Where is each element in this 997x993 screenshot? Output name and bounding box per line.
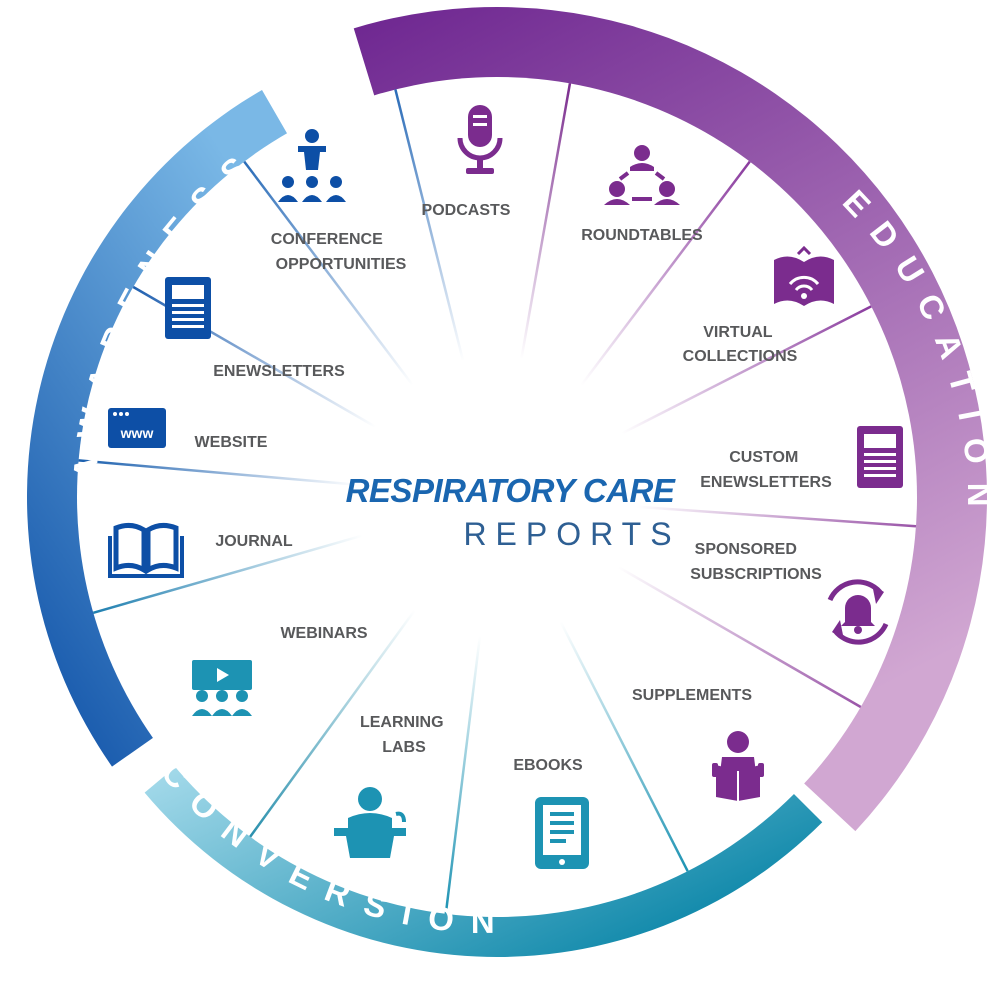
spoke-divider: [249, 609, 416, 838]
logo-title: RESPIRATORY CARE: [346, 472, 676, 509]
svg-text:www: www: [120, 425, 154, 441]
segment-label-podcasts: PODCASTS: [422, 202, 511, 219]
segment-label-website: WEBSITE: [195, 434, 268, 451]
segment-labels: PODCASTS ROUNDTABLES VIRTUAL COLLECTIONS…: [195, 202, 833, 774]
segment-label-supplements: SUPPLEMENTS: [632, 687, 752, 704]
spoke-divider: [617, 565, 862, 709]
outer-ring: [27, 7, 987, 957]
segment-label-custom-enewsletters: CUSTOM ENEWSLETTERS: [700, 449, 832, 491]
education-band: [353, 7, 987, 832]
segment-label-roundtables: ROUNDTABLES: [581, 227, 703, 244]
center-logo: RESPIRATORY CARE REPORTS: [346, 472, 680, 552]
bell-refresh-icon: [827, 579, 889, 645]
spoke-divider: [394, 89, 465, 362]
newsletter-icon: [165, 277, 211, 339]
awareness-band: [27, 89, 289, 767]
segment-label-learning-labs: LEARNING LABS: [360, 714, 448, 756]
spoke-divider: [636, 505, 917, 528]
segment-label-virtual-collections: VIRTUAL COLLECTIONS: [683, 324, 798, 365]
open-book-icon: [108, 522, 184, 578]
logo-subtitle: REPORTS: [463, 516, 680, 552]
segment-label-enewsletters: ENEWSLETTERS: [213, 363, 345, 380]
spoke-divider: [520, 83, 572, 360]
podium-icon: [278, 129, 346, 202]
spoke-divider: [92, 534, 363, 614]
segment-label-webinars: WEBINARS: [280, 625, 367, 642]
spoke-divider: [621, 305, 872, 435]
webinar-icon: [192, 660, 252, 716]
browser-icon: www: [108, 408, 166, 448]
microphone-icon: [457, 105, 503, 174]
book-wifi-icon: [774, 245, 834, 306]
segment-icons: www: [108, 105, 903, 869]
lectern-icon: [334, 787, 406, 858]
inner-disc: [77, 77, 917, 917]
spoke-divider: [243, 160, 414, 386]
segment-label-sponsored-subscriptions: SPONSORED SUBSCRIPTIONS: [690, 541, 822, 583]
newsletter-icon: [857, 426, 903, 488]
segment-label-journal: JOURNAL: [215, 533, 293, 550]
ereader-icon: [535, 797, 589, 869]
roundtable-icon: [604, 145, 680, 205]
spoke-divider: [444, 635, 482, 915]
conversion-band: [144, 765, 823, 957]
spoke-divider: [78, 459, 358, 487]
segment-label-conference-opportunities: CONFERENCE OPPORTUNITIES: [271, 231, 407, 273]
segment-label-ebooks: EBOOKS: [513, 757, 583, 774]
reader-icon: [712, 731, 764, 801]
spoke-divider: [580, 160, 751, 386]
spokes: [78, 83, 917, 915]
spoke-divider: [559, 621, 689, 872]
